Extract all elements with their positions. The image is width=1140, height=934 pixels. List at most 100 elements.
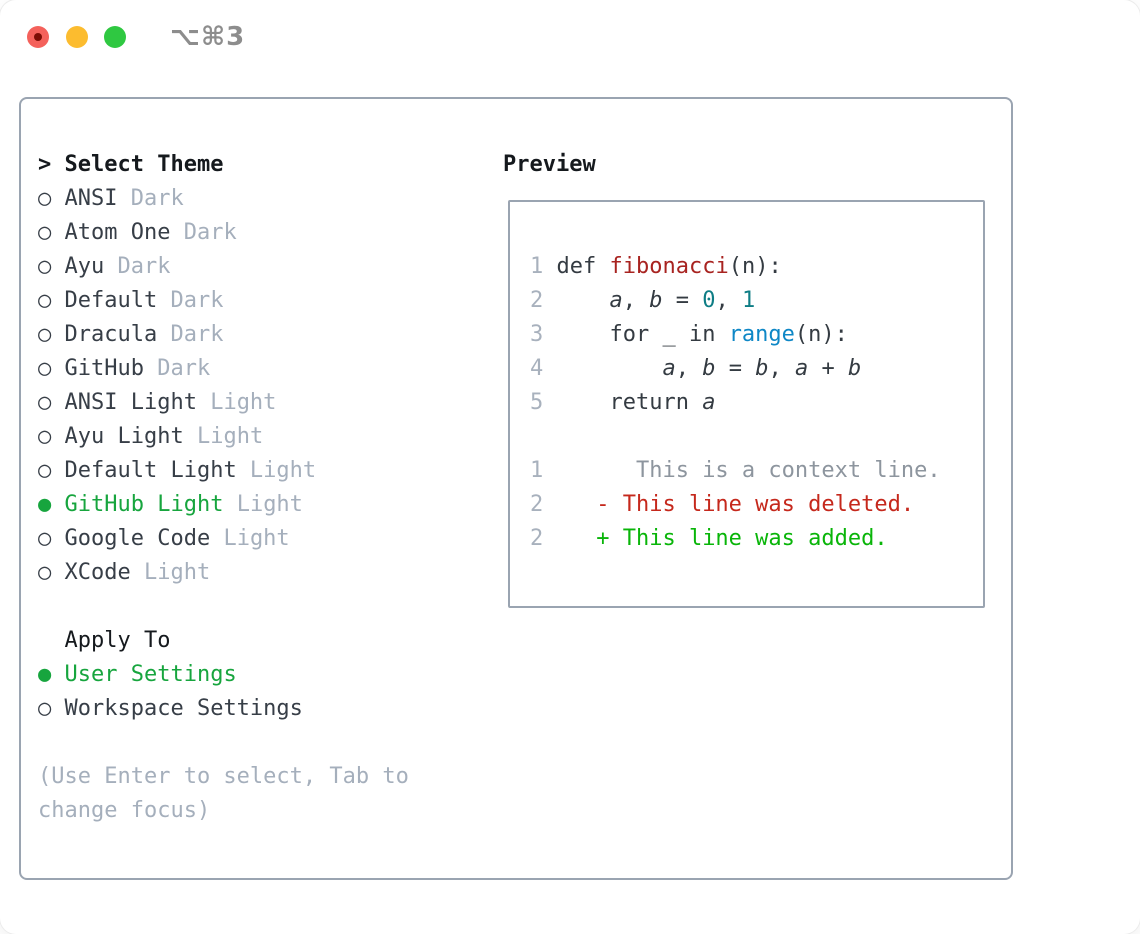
radio-unselected-icon: ○ <box>38 186 65 211</box>
theme-option[interactable]: ○ Default Dark <box>38 284 478 318</box>
apply-to-header: Apply To <box>64 628 171 653</box>
theme-option[interactable]: ○ Dracula Dark <box>38 318 478 352</box>
code-segment-fg: , <box>622 288 650 313</box>
code-line: 2 - This line was deleted. <box>530 488 983 522</box>
theme-option-label: Dracula <box>64 322 158 347</box>
code-segment-num: 5 <box>530 390 557 415</box>
theme-option-label: Default Light <box>64 458 237 483</box>
code-line: 1 This is a context line. <box>530 454 983 488</box>
code-segment-num: 2 <box>530 288 557 313</box>
code-segment-fg: def <box>556 254 610 279</box>
code-line: 4 a, b = b, a + b <box>530 352 983 386</box>
theme-option[interactable]: ● GitHub Light Light <box>38 488 478 522</box>
code-line: 2 a, b = 0, 1 <box>530 284 983 318</box>
spacer <box>38 590 478 624</box>
code-segment-fg: , <box>768 356 795 381</box>
code-segment-func: fibonacci <box>609 254 729 279</box>
apply-option-label: User Settings <box>64 662 237 687</box>
theme-variant-tag: Dark <box>157 288 224 313</box>
code-segment-num: 1 <box>530 458 544 483</box>
code-segment-fg: (n): <box>794 322 848 347</box>
code-segment-ctx: This is a context line. <box>543 458 941 483</box>
radio-selected-icon: ● <box>38 492 65 517</box>
code-segment-var: b <box>649 288 663 313</box>
theme-variant-tag: Light <box>183 424 264 449</box>
apply-option-label: Workspace Settings <box>64 696 303 721</box>
preview-header: Preview <box>503 152 596 177</box>
code-segment-fg: for _ in <box>556 322 729 347</box>
code-segment-fg: + <box>808 356 848 381</box>
theme-variant-tag: Light <box>223 492 303 517</box>
code-segment-num: 2 <box>530 526 544 551</box>
theme-variant-tag: Light <box>236 458 317 483</box>
radio-unselected-icon: ○ <box>38 356 65 381</box>
code-segment-var: a <box>702 390 716 415</box>
theme-list: ○ ANSI Dark○ Atom One Dark○ Ayu Dark○ De… <box>38 182 478 590</box>
theme-option-label: Ayu Light <box>64 424 184 449</box>
code-segment-fg: return <box>556 390 703 415</box>
theme-option-label: XCode <box>64 560 131 585</box>
theme-variant-tag: Light <box>210 526 290 551</box>
theme-option[interactable]: ○ Default Light Light <box>38 454 478 488</box>
radio-selected-icon: ● <box>38 662 65 687</box>
theme-variant-tag: Dark <box>170 220 237 245</box>
select-theme-title: Select Theme <box>64 152 224 177</box>
radio-unselected-icon: ○ <box>38 424 65 449</box>
theme-option[interactable]: ○ Ayu Light Light <box>38 420 478 454</box>
theme-option-label: Ayu <box>64 254 105 279</box>
code-segment-fg: = <box>662 288 703 313</box>
code-segment-var: b <box>847 356 862 381</box>
code-segment-fg: = <box>715 356 756 381</box>
code-line: 3 for _ in range(n): <box>530 318 983 352</box>
code-segment-number: 1 <box>741 288 756 313</box>
select-theme-header: > Select Theme <box>38 148 478 182</box>
code-segment-del: - This line was deleted. <box>543 492 915 517</box>
theme-option[interactable]: ○ Atom One Dark <box>38 216 478 250</box>
theme-option-label: Default <box>64 288 158 313</box>
apply-to-list: ● User Settings○ Workspace Settings <box>38 658 478 726</box>
spacer <box>38 726 478 760</box>
theme-option-label: GitHub Light <box>64 492 224 517</box>
code-segment-fg <box>557 356 663 381</box>
window-titlebar: ⌥⌘3 <box>0 0 1140 72</box>
theme-option[interactable]: ○ XCode Light <box>38 556 478 590</box>
theme-variant-tag: Dark <box>143 356 211 381</box>
theme-variant-tag: Dark <box>104 254 171 279</box>
minimize-button[interactable] <box>66 26 88 48</box>
code-line: 2 + This line was added. <box>530 522 983 556</box>
code-segment-num: 1 <box>530 254 557 279</box>
theme-variant-tag: Dark <box>117 186 184 211</box>
cursor-prefix-icon: > <box>38 152 65 177</box>
theme-option[interactable]: ○ ANSI Light Light <box>38 386 478 420</box>
zoom-button[interactable] <box>104 26 126 48</box>
close-button[interactable] <box>27 26 49 48</box>
help-text: (Use Enter to select, Tab to change focu… <box>38 764 409 823</box>
code-segment-var: b <box>755 356 769 381</box>
window-title: ⌥⌘3 <box>170 22 246 52</box>
theme-option[interactable]: ○ ANSI Dark <box>38 182 478 216</box>
code-segment-num: 2 <box>530 492 544 517</box>
theme-variant-tag: Dark <box>157 322 224 347</box>
code-segment-fg: , <box>675 356 703 381</box>
code-segment-var: a <box>662 356 676 381</box>
theme-option[interactable]: ○ Google Code Light <box>38 522 478 556</box>
theme-option-label: ANSI Light <box>64 390 197 415</box>
apply-option[interactable]: ○ Workspace Settings <box>38 692 478 726</box>
code-segment-var: b <box>702 356 716 381</box>
theme-option[interactable]: ○ GitHub Dark <box>38 352 478 386</box>
apply-option[interactable]: ● User Settings <box>38 658 478 692</box>
close-dot-icon <box>34 33 42 41</box>
code-segment-num: 4 <box>530 356 557 381</box>
theme-option-label: ANSI <box>64 186 118 211</box>
code-segment-builtin: range <box>728 322 795 347</box>
radio-unselected-icon: ○ <box>38 322 65 347</box>
code-segment-add: + This line was added. <box>543 526 888 551</box>
radio-unselected-icon: ○ <box>38 696 65 721</box>
theme-option[interactable]: ○ Ayu Dark <box>38 250 478 284</box>
theme-picker-panel: > Select Theme ○ ANSI Dark○ Atom One Dar… <box>19 97 1013 880</box>
theme-column: > Select Theme ○ ANSI Dark○ Atom One Dar… <box>38 148 478 828</box>
theme-option-label: Atom One <box>64 220 171 245</box>
